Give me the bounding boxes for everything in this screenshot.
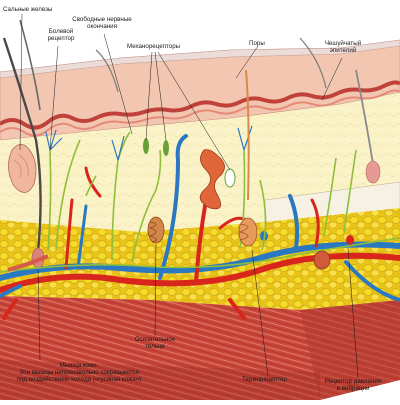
arrector-pili-muscle	[7, 254, 49, 272]
label-squamous-epithelium: Чешуйчатый эпителий	[322, 40, 364, 54]
sebaceous-gland	[8, 144, 37, 193]
blood-vessels	[0, 134, 400, 320]
free-nerve-endings	[45, 125, 253, 161]
label-pain-receptor-line2: рецептор	[47, 35, 75, 42]
label-thermoreceptor: Терморецептор	[242, 376, 287, 383]
leader-lines	[19, 13, 359, 379]
touch-corpuscle	[147, 216, 165, 244]
mechanoreceptor-ovals	[143, 138, 236, 188]
label-mechanoreceptors: Механорецепторы	[127, 43, 181, 50]
label-pressure-receptor-line1: Рецептор давления	[324, 378, 382, 385]
label-free-nerve-endings: Свободные нервные окончания	[70, 16, 134, 30]
label-squamous-line2: эпителий	[329, 47, 357, 54]
label-sebaceous-glands: Сальные железы	[3, 6, 53, 13]
sweat-glands	[199, 69, 331, 270]
label-pain-receptor-line1: Болевой	[48, 28, 74, 35]
muscle-layer	[0, 296, 400, 400]
label-free-nerve-endings-line1: Свободные нервные	[72, 16, 132, 23]
label-free-nerve-endings-line2: окончания	[87, 23, 117, 30]
label-touch-corpuscle: Осязательное тельце	[128, 336, 182, 350]
label-touch-corpuscle-line2: тельце	[145, 343, 165, 350]
hair-shafts	[2, 19, 381, 269]
label-skin-muscle-line3: под воздействием холода («гусиная кожа»)	[16, 376, 142, 383]
label-squamous-line1: Чешуйчатый	[324, 40, 362, 47]
label-pressure-receptor-line2: и вибрации	[336, 385, 370, 392]
label-touch-corpuscle-line1: Осязательное	[134, 336, 176, 343]
label-skin-muscle: Мышца кожи. Эти мышцы непроизвольно сокр…	[0, 362, 158, 383]
label-pain-receptor: Болевой рецептор	[44, 28, 78, 42]
label-skin-muscle-line1: Мышца кожи.	[59, 362, 99, 369]
label-pores: Поры	[249, 40, 265, 47]
stratum-corneum	[0, 39, 400, 79]
basal-layer	[0, 80, 400, 130]
label-skin-muscle-line2: Эти мышцы непроизвольно сокращаются	[19, 369, 139, 376]
label-pressure-receptor: Рецептор давления и вибрации	[316, 378, 390, 392]
